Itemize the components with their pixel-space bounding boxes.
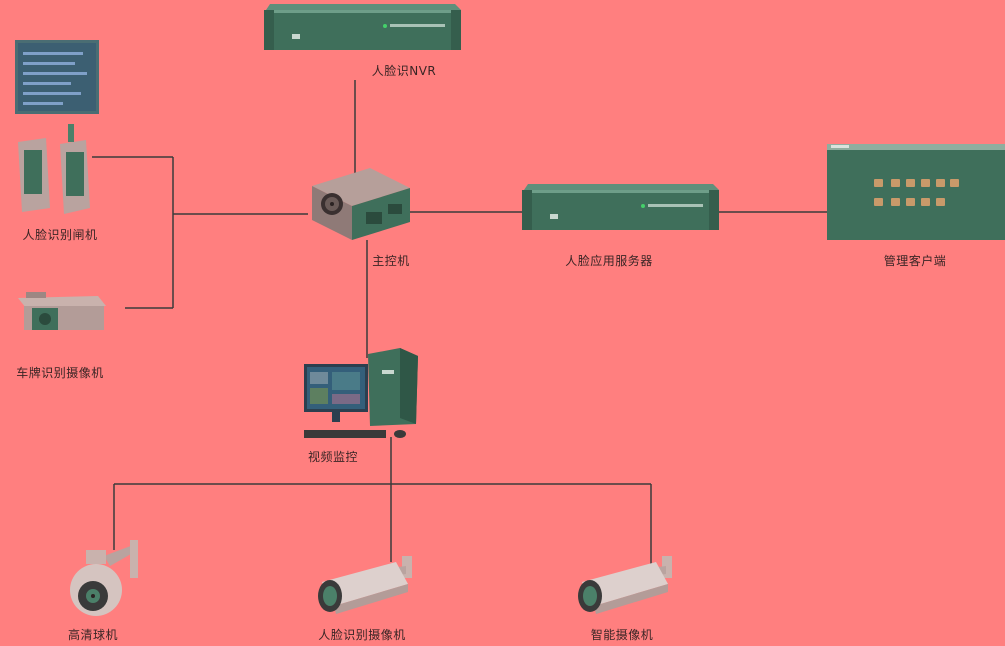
bullet-camera-icon	[578, 556, 672, 614]
label-face-gate: 人脸识别闸机	[22, 228, 98, 242]
label-video-monitor: 视频监控	[307, 450, 359, 464]
dome-camera-icon	[70, 540, 138, 616]
desktop-computer-icon	[304, 348, 418, 438]
label-hd-dome: 高清球机	[67, 628, 119, 642]
pc-case-icon	[312, 168, 410, 240]
box-camera-icon	[18, 292, 106, 330]
rack-server-icon	[264, 4, 461, 50]
label-management-client: 管理客户端	[883, 254, 947, 268]
label-plate-camera: 车牌识别摄像机	[16, 366, 104, 380]
label-face-nvr: 人脸识NVR	[371, 64, 437, 78]
rack-server-icon	[522, 184, 719, 230]
control-panel-icon	[827, 144, 1005, 240]
bullet-camera-icon	[318, 556, 412, 614]
label-main-controller: 主控机	[372, 254, 410, 268]
label-face-camera: 人脸识别摄像机	[318, 628, 406, 642]
display-board-icon	[15, 40, 99, 114]
turnstile-gate-icon	[18, 124, 90, 214]
label-face-app-server: 人脸应用服务器	[565, 254, 653, 268]
label-smart-camera: 智能摄像机	[590, 628, 654, 642]
